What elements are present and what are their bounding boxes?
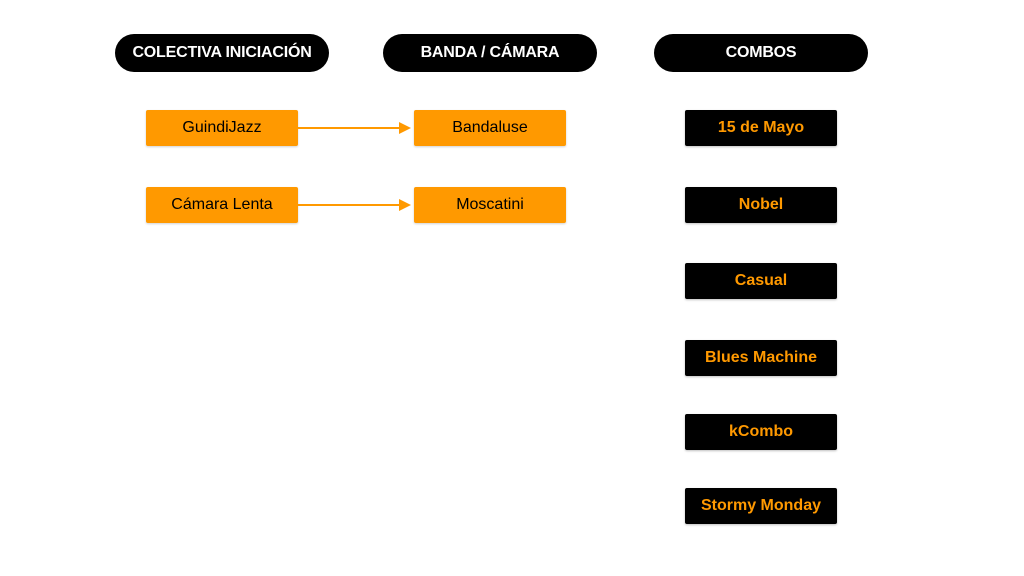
node-nobel: Nobel: [685, 187, 837, 223]
header-combos: COMBOS: [654, 34, 868, 72]
node-kcombo: kCombo: [685, 414, 837, 450]
node-guindijazz: GuindiJazz: [146, 110, 298, 146]
node-casual: Casual: [685, 263, 837, 299]
node-blues-machine: Blues Machine: [685, 340, 837, 376]
node-stormy-monday: Stormy Monday: [685, 488, 837, 524]
node-camara-lenta: Cámara Lenta: [146, 187, 298, 223]
node-15-de-mayo: 15 de Mayo: [685, 110, 837, 146]
arrow-camara-lenta-to-moscatini: [298, 199, 411, 211]
node-moscatini: Moscatini: [414, 187, 566, 223]
header-banda-camara: BANDA / CÁMARA: [383, 34, 597, 72]
header-colectiva-iniciacion: COLECTIVA INICIACIÓN: [115, 34, 329, 72]
arrow-guindijazz-to-bandaluse: [298, 122, 411, 134]
node-bandaluse: Bandaluse: [414, 110, 566, 146]
